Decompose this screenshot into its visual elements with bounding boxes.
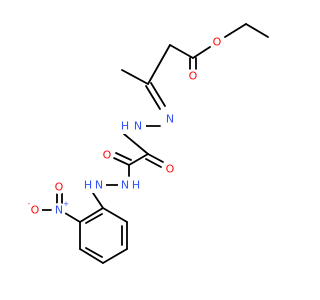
atom-o-nitro-left-label: O xyxy=(31,204,40,217)
bond-c-n-double-b xyxy=(150,82,166,107)
atom-n-hydrazone-imine: N xyxy=(163,112,177,126)
atom-o-nitro-left: O - xyxy=(28,200,42,217)
bond-ring-inner-4-5 xyxy=(85,247,103,258)
atom-nh-hydrazone-h: H xyxy=(121,120,129,133)
atom-o-amide-left: O xyxy=(100,148,114,162)
atom-o-amide-right: O xyxy=(163,162,177,176)
molecule-structure-diagram: O O N H N O O N H xyxy=(28,23,269,264)
bond-ring-inner-6-1 xyxy=(85,213,103,224)
atom-n-hydrazone-imine-label: N xyxy=(166,113,174,126)
atom-o-amide-left-label: O xyxy=(103,149,112,162)
bond-c-amide-right-o-double-a xyxy=(147,153,164,163)
bond-ch2-c-hydrazone xyxy=(147,44,171,85)
bond-ring-1-2 xyxy=(102,207,128,223)
atom-o-ester-ether: O xyxy=(210,35,224,49)
atom-nh-hydrazone: H N xyxy=(118,116,146,134)
bond-c-methyl xyxy=(121,69,149,85)
atom-nh-hydrazide-a-n: N xyxy=(121,179,129,192)
atom-nh-hydrazide-b: H N xyxy=(82,178,106,193)
bond-c-amide-left-o-double-b xyxy=(115,152,132,161)
bond-ring-4-5 xyxy=(79,248,104,264)
atom-nh-hydrazide-a: N H xyxy=(118,178,142,193)
bond-o-carbonyl-c xyxy=(192,46,211,59)
atoms: O O N H N O O N H xyxy=(28,35,224,217)
atom-n-nitro-label: N xyxy=(55,204,63,217)
bonds xyxy=(39,23,269,264)
atom-o-nitro-left-charge: - xyxy=(28,200,31,208)
atom-nh-hydrazone-n: N xyxy=(134,120,142,133)
atom-o-ester-ether-label: O xyxy=(213,36,222,49)
bond-c-amide-left-o-double-a xyxy=(113,157,130,166)
bond-ring-6-1 xyxy=(79,207,104,223)
atom-nh-hydrazide-b-n: N xyxy=(95,179,103,192)
atom-nh-hydrazide-a-h: H xyxy=(132,179,140,192)
bond-nh-aryl xyxy=(92,192,104,209)
atom-o-ester-carbonyl: O xyxy=(186,69,200,83)
atom-o-ester-carbonyl-label: O xyxy=(189,70,198,83)
bond-ethyl-ch3-ch2 xyxy=(245,23,269,38)
bond-c-n-double-a xyxy=(145,85,161,110)
atom-n-nitro-charge: + xyxy=(63,200,69,208)
atom-o-nitro-top-label: O xyxy=(55,181,64,194)
atom-nh-hydrazide-b-h: H xyxy=(84,179,92,192)
bond-c-amide-right-o-double-b xyxy=(145,158,162,168)
bond-oxalyl-c-c xyxy=(128,153,149,166)
atom-o-nitro-top: O xyxy=(52,180,66,194)
atom-o-amide-right-label: O xyxy=(166,163,175,176)
bond-ethyl-ch2-o xyxy=(224,23,247,38)
bond-ring-3-4 xyxy=(102,248,128,264)
atom-n-nitro: N + xyxy=(52,200,69,217)
bond-carbonyl-ch2 xyxy=(169,44,194,59)
bond-nh-c-amide xyxy=(123,133,149,155)
